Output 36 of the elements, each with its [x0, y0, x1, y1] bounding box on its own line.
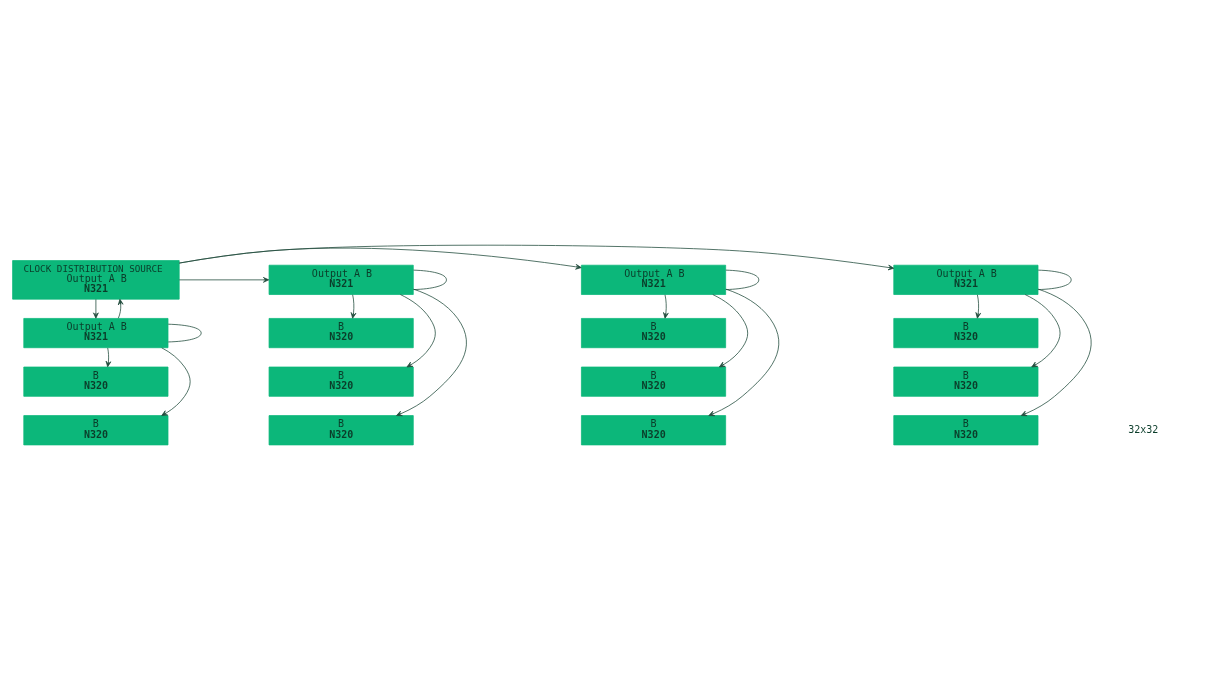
arrow: [1024, 294, 1061, 368]
arrow: [712, 294, 749, 368]
arrow: [1020, 288, 1092, 417]
node-box: Output A B N321: [268, 264, 414, 295]
arrow: [400, 294, 436, 368]
arrow: [178, 244, 895, 271]
node-box: B N320: [581, 318, 727, 349]
arrow: [396, 288, 467, 417]
node-box: B N320: [893, 366, 1039, 397]
arrow: [117, 298, 124, 319]
node-box: Output A B N321: [581, 264, 727, 295]
node-box: B N320: [581, 415, 727, 446]
arrow: [975, 294, 982, 319]
arrow: [178, 277, 270, 283]
node-box: B N320: [268, 318, 414, 349]
connector: [1037, 269, 1072, 290]
node-box: Output A B N321: [893, 264, 1039, 295]
arrow: [161, 347, 191, 416]
node-box: B N320: [893, 318, 1039, 349]
node-box: CLOCK DISTRIBUTION SOURCE Output A B N321: [12, 260, 180, 300]
node-box: B N320: [23, 366, 169, 397]
node-box: Output A B N321: [23, 318, 169, 349]
node-box: B N320: [268, 366, 414, 397]
arrow: [663, 294, 669, 319]
node-box: B N320: [581, 366, 727, 397]
arrow: [350, 294, 357, 319]
arrow: [93, 298, 99, 319]
connector: [413, 269, 447, 290]
node-box: B N320: [268, 415, 414, 446]
connector: [725, 269, 760, 290]
label: 32x32: [1128, 423, 1159, 435]
arrow: [105, 347, 112, 368]
node-box: B N320: [23, 415, 169, 446]
connector: [167, 323, 202, 343]
node-box: B N320: [893, 415, 1039, 446]
arrow: [708, 288, 780, 417]
